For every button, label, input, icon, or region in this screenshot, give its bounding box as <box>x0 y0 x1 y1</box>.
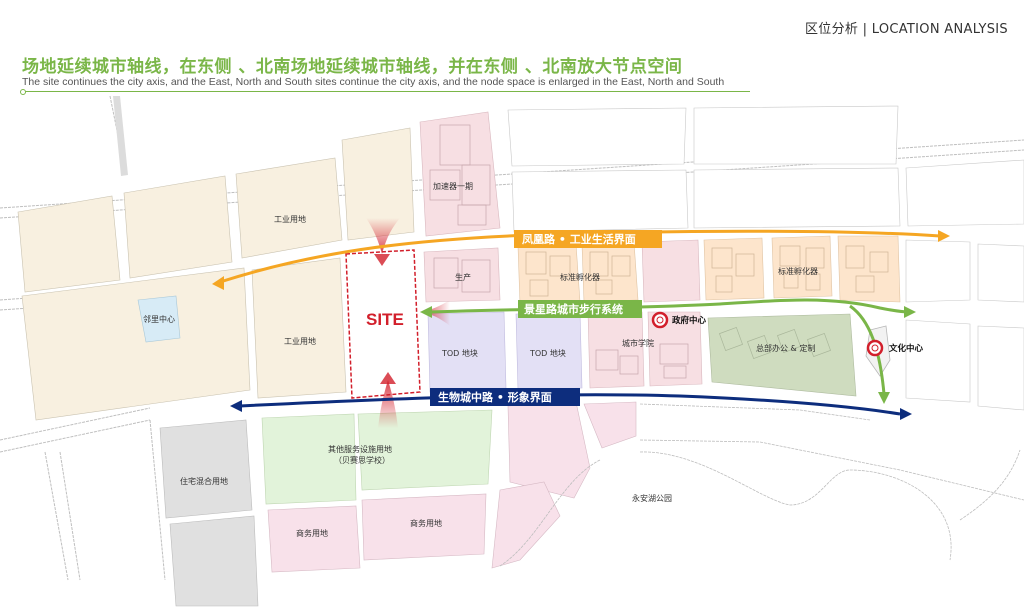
label-neighborhood-center: 邻里中心 <box>143 314 175 324</box>
label-tod-1: TOD 地块 <box>441 348 478 358</box>
tod-zone <box>427 311 583 393</box>
label-city-college: 城市学院 <box>622 338 654 348</box>
building-footprints-hq <box>719 327 831 359</box>
site-label: SITE <box>366 310 404 329</box>
government-block <box>641 239 701 303</box>
headline-en: The site continues the city axis, and th… <box>22 76 725 88</box>
label-commercial-1: 商务用地 <box>296 528 328 538</box>
building-footprints-incubator <box>525 245 889 297</box>
culture-center-node <box>866 339 884 357</box>
focus-arrow-south-head <box>380 372 396 384</box>
neighborhood-center-block <box>137 295 181 343</box>
building-footprints-college <box>595 343 689 379</box>
underline-dot <box>20 89 26 95</box>
axis-south-navy: 生物城中路 • 形象界面 <box>230 388 912 420</box>
axis-north-orange: 凤凰路 • 工业生活界面 <box>212 229 950 290</box>
label-service-line2: （贝赛思学校） <box>334 455 390 465</box>
label-service-line1: 其他服务设施用地 <box>328 444 392 454</box>
label-tod-2: TOD 地块 <box>529 348 566 358</box>
axis-label-north: 凤凰路 • 工业生活界面 <box>522 232 636 246</box>
label-accelerator: 加速器一期 <box>433 181 473 191</box>
axis-label-middle: 景星路城市步行系统 <box>523 302 623 316</box>
label-residential-mixed: 住宅混合用地 <box>180 476 228 486</box>
commercial-zone <box>267 401 637 573</box>
label-culture-center: 文化中心 <box>889 343 924 354</box>
hq-office-block <box>707 313 857 397</box>
focus-arrow-south <box>378 380 398 428</box>
vacant-blocks-east <box>905 239 1024 411</box>
axis-middle-green: 景星路城市步行系统 <box>420 298 916 404</box>
label-incubator-2: 标准孵化器 <box>778 266 818 276</box>
incubator-zone <box>517 235 901 305</box>
page-section-title: 区位分析 | LOCATION ANALYSIS <box>805 22 1008 37</box>
road-segment-gray <box>113 96 128 176</box>
site-boundary <box>345 249 421 399</box>
label-production: 生产 <box>455 272 471 282</box>
park-paths <box>499 403 1024 567</box>
focus-arrow-north <box>366 218 400 254</box>
service-facility-zone <box>261 409 493 505</box>
axis-label-south: 生物城中路 • 形象界面 <box>438 390 552 404</box>
label-incubator-1: 标准孵化器 <box>560 272 600 282</box>
focus-arrow-north-head <box>374 254 390 266</box>
label-commercial-2: 商务用地 <box>410 518 442 528</box>
label-industrial-mid: 工业用地 <box>284 336 316 346</box>
label-government-center: 政府中心 <box>672 315 707 326</box>
residential-zone <box>159 419 259 607</box>
label-hq-office: 总部办公 & 定制 <box>756 343 815 353</box>
headline-cn: 场地延续城市轴线，在东侧 、北南场地延续城市轴线，并在东侧 、北南放大节点空间 <box>22 57 683 77</box>
industrial-zone <box>17 127 415 421</box>
label-park: 永安湖公园 <box>632 493 672 503</box>
building-footprints-accelerator <box>429 124 491 293</box>
government-center-node <box>651 311 669 329</box>
vacant-blocks-north <box>507 105 1024 233</box>
label-industrial-north: 工业用地 <box>274 214 306 224</box>
headline-underline <box>22 91 750 92</box>
